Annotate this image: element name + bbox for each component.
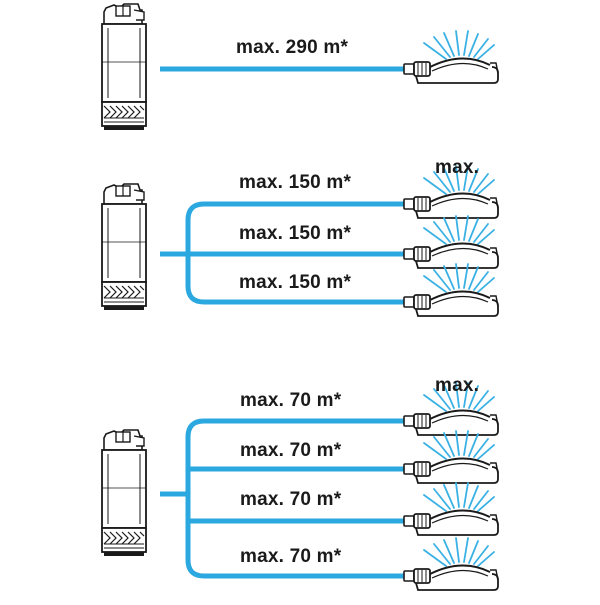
hose-manifold: [185, 418, 404, 579]
sprinkler-icon: [403, 430, 499, 484]
sprinkler-icon: [403, 30, 499, 84]
sprinkler-icon: [403, 263, 499, 317]
distance-label: max. 70 m*: [240, 489, 342, 510]
row-four: [101, 382, 499, 591]
distance-label: max. 70 m*: [240, 546, 342, 567]
pump-icon: [101, 429, 147, 557]
sprinkler-icon: [403, 537, 499, 591]
distance-label: max. 150 m*: [239, 272, 352, 293]
max-note: max.: [435, 375, 480, 396]
pump-icon: [101, 183, 147, 311]
pump-icon: [101, 3, 147, 131]
distance-label: max. 150 m*: [239, 223, 352, 244]
max-note: max.: [435, 157, 480, 178]
sprinkler-icon: [403, 215, 499, 269]
distance-label: max. 70 m*: [240, 440, 342, 461]
row-single: [101, 3, 499, 131]
row-three: [101, 165, 499, 317]
distance-label: max. 290 m*: [236, 37, 349, 58]
distance-label: max. 70 m*: [240, 390, 342, 411]
distance-label: max. 150 m*: [239, 172, 352, 193]
sprinkler-icon: [403, 482, 499, 536]
